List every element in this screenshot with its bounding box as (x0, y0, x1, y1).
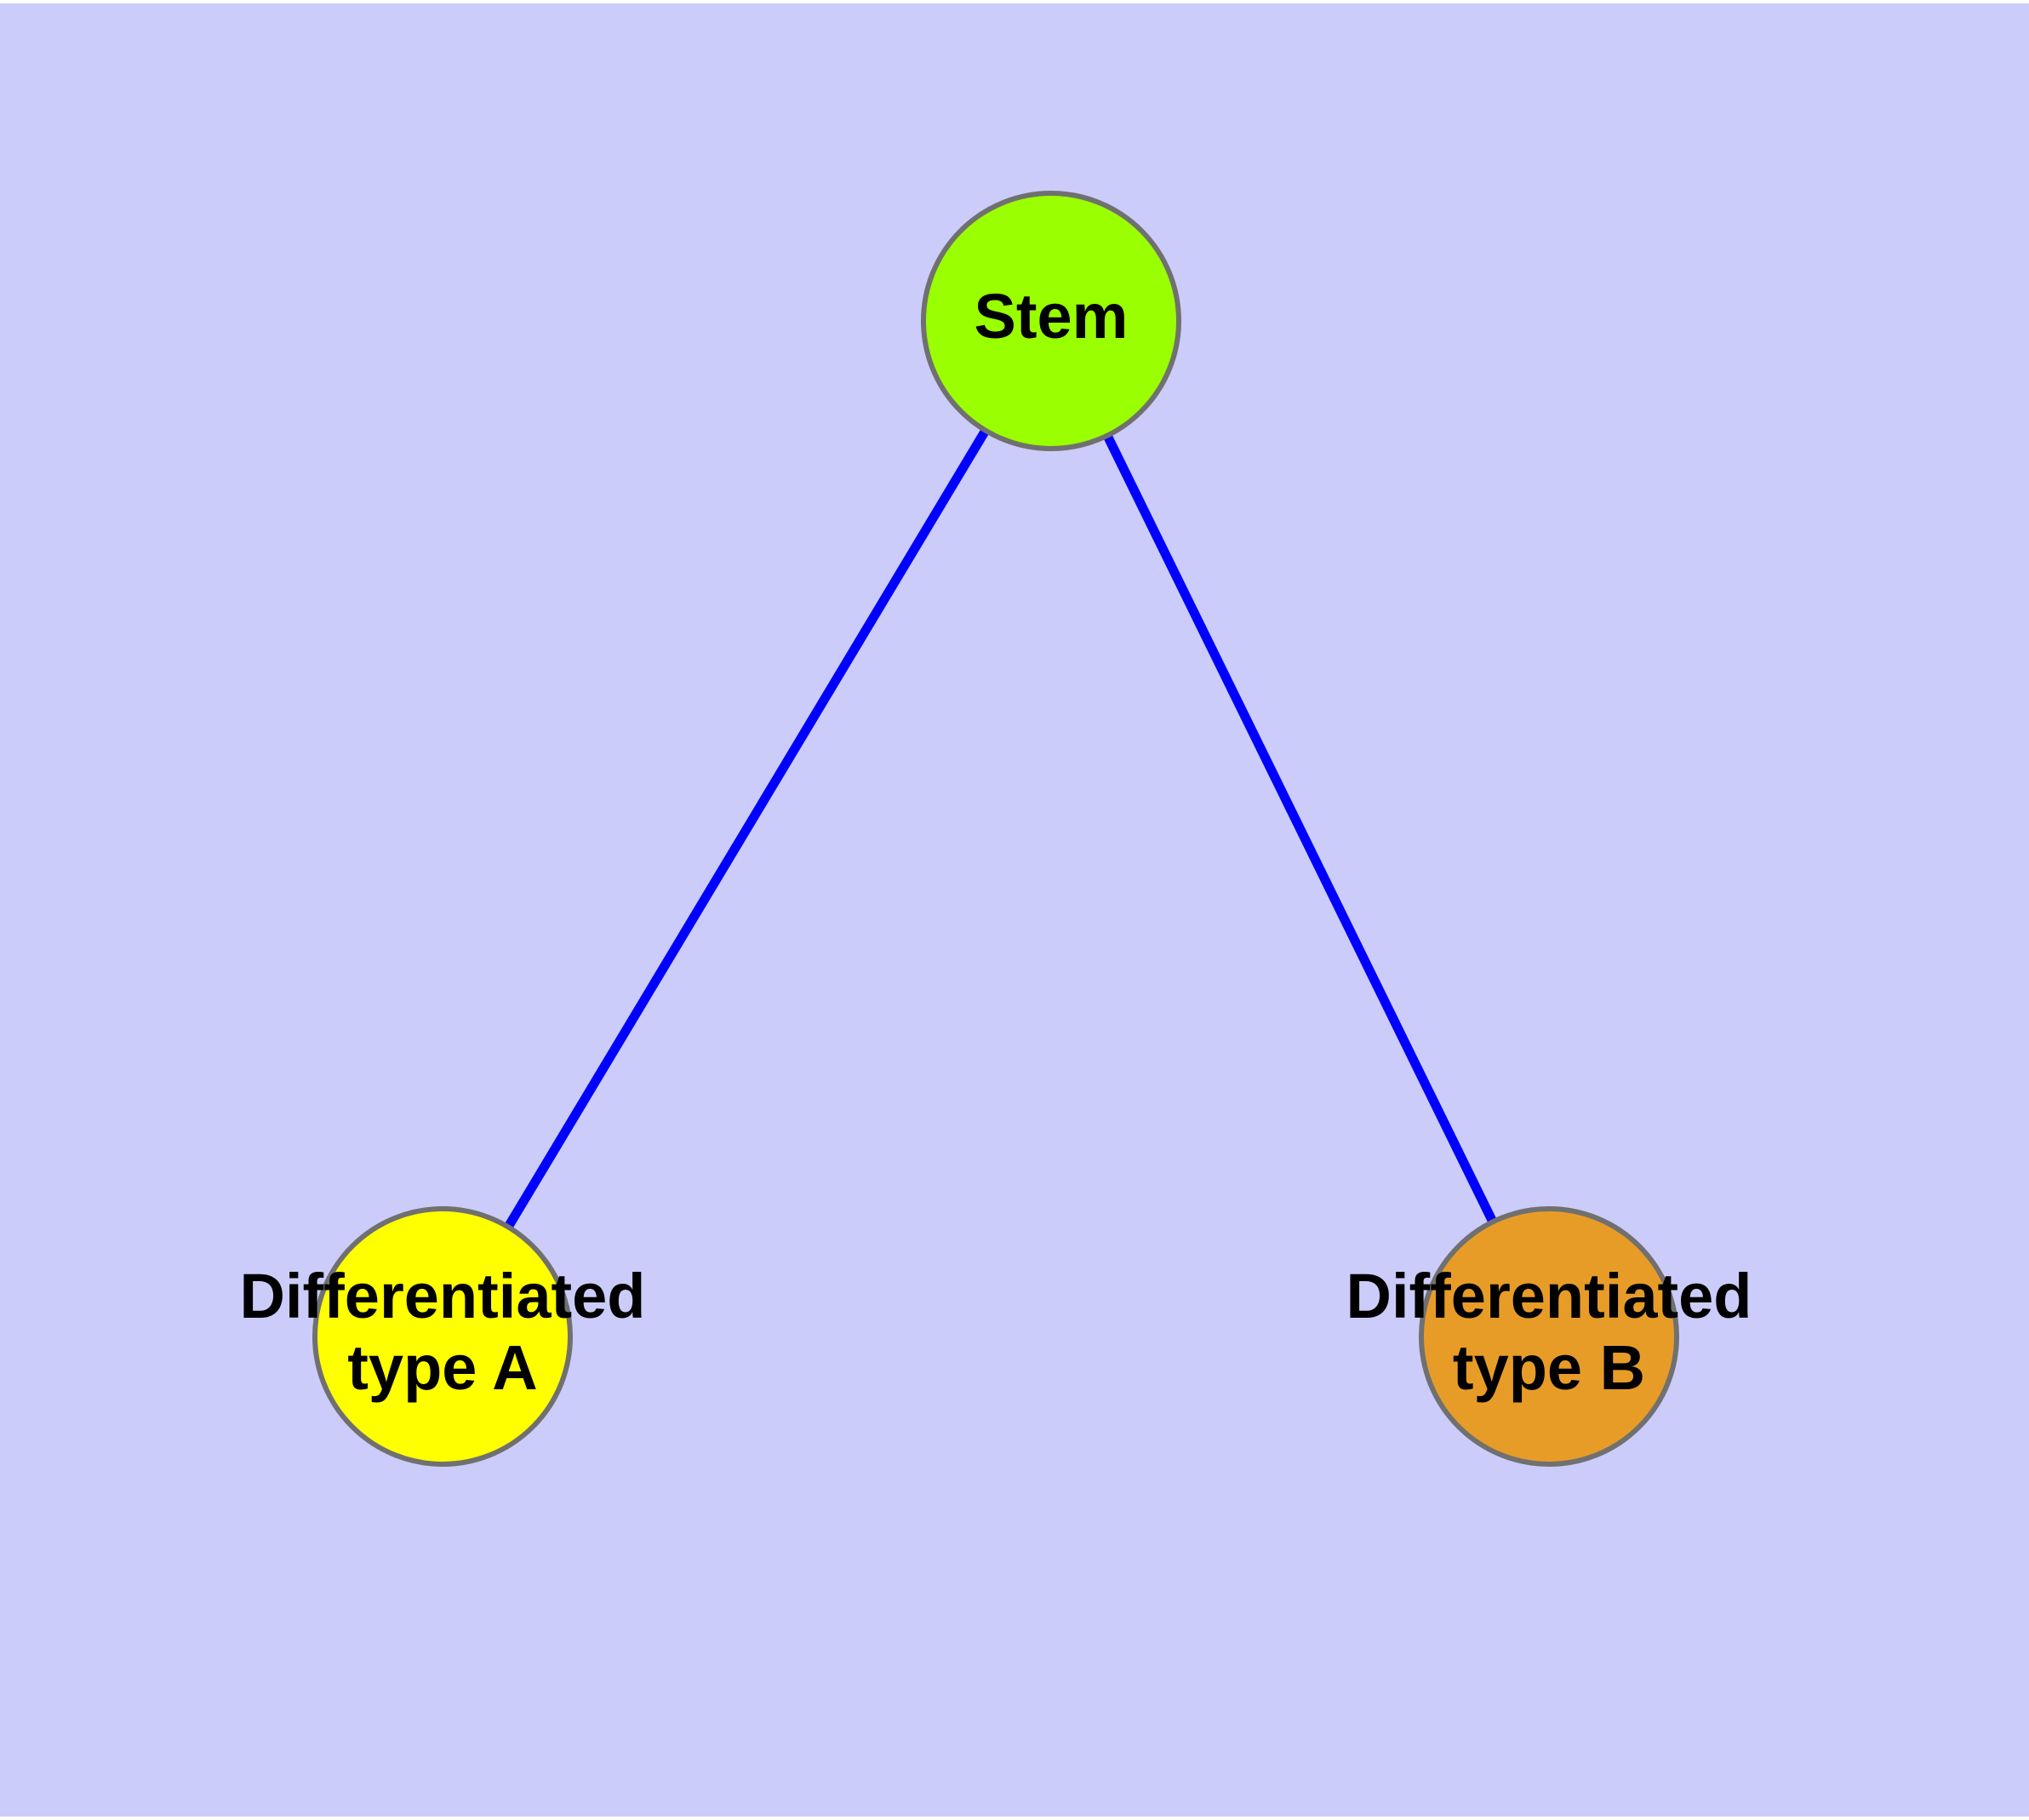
node-label-stem: Stem (974, 281, 1129, 352)
node-stem[interactable]: Stem (921, 191, 1181, 451)
node-label-line: type A (347, 1332, 537, 1403)
node-label-line: type B (1453, 1332, 1645, 1403)
node-label-line: Differentiated (1346, 1260, 1752, 1331)
node-circle-diff_b[interactable] (1419, 1206, 1679, 1467)
node-label-line: Differentiated (240, 1260, 646, 1331)
node-label-line: Stem (974, 281, 1129, 352)
node-circle-diff_a[interactable] (312, 1206, 573, 1467)
node-circle-stem[interactable] (921, 191, 1181, 451)
edge-stem-to-diff_a[interactable] (504, 427, 990, 1230)
edges-layer (504, 427, 1497, 1230)
edge-stem-to-diff_b[interactable] (1103, 433, 1497, 1224)
